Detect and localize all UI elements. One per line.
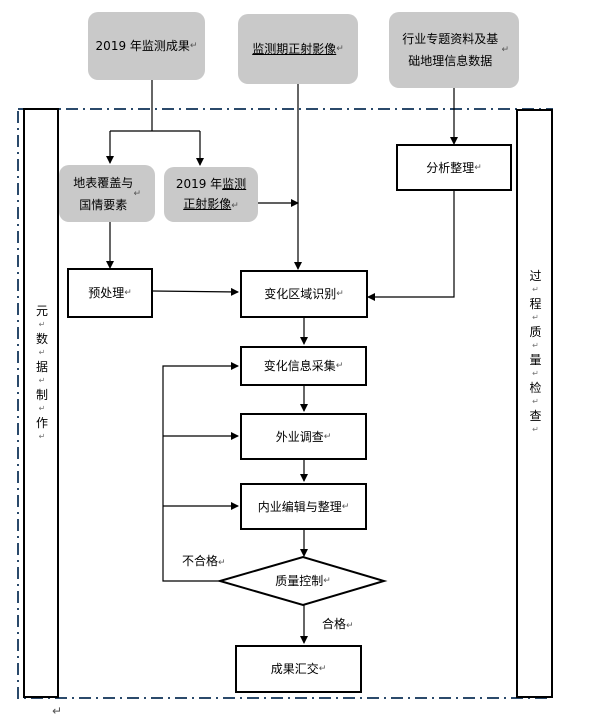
- node-land-cover: 地表覆盖与国情要素↵: [59, 165, 155, 222]
- node-office-edit: 内业编辑与整理↵: [240, 483, 367, 530]
- para-mark: ↵: [532, 425, 539, 434]
- right-char: 质: [529, 325, 542, 339]
- node-results-2019-text: 2019 年监测成果: [95, 39, 190, 53]
- node-analysis-text: 分析整理: [426, 160, 475, 175]
- para-mark: ↵: [532, 341, 539, 350]
- para-mark: ↵: [38, 376, 46, 385]
- para-mark: ↵: [341, 501, 350, 512]
- para-mark: ↵: [501, 45, 509, 55]
- node-qc: 质量控制↵: [255, 569, 351, 593]
- node-ortho-2019-monitor: 监测: [222, 176, 247, 191]
- node-ortho-2019-ortho: 正射影像: [183, 196, 232, 211]
- node-ortho-period-text: 监测期正射影像: [252, 42, 337, 56]
- node-results-2019: 2019 年监测成果↵: [88, 12, 205, 80]
- right-char: 过: [529, 269, 542, 283]
- left-char: 数: [35, 332, 48, 346]
- para-mark: ↵: [124, 288, 132, 298]
- left-char: 制: [35, 388, 48, 402]
- right-char: 检: [529, 381, 542, 395]
- para-mark: ↵: [38, 404, 46, 413]
- para-mark: ↵: [231, 200, 239, 211]
- right-char: 查: [529, 409, 542, 423]
- para-mark: ↵: [532, 369, 539, 378]
- edge-results-split: [110, 80, 200, 132]
- node-qc-text: 质量控制: [275, 574, 324, 588]
- node-change-collect-text: 变化信息采集: [263, 359, 336, 373]
- node-ortho-2019: 2019 年监测 正射影像↵: [164, 167, 258, 222]
- connectors: [106, 80, 458, 644]
- edge-analysis-detect: [367, 191, 455, 301]
- node-preprocess-text: 预处理: [88, 286, 125, 300]
- qc-diamond: [216, 555, 388, 607]
- node-industry-data-text: 行业专题资料及基础地理信息数据: [402, 32, 499, 68]
- para-mark: ↵: [218, 558, 226, 568]
- para-mark: ↵: [189, 41, 198, 51]
- node-submit-text: 成果汇交: [270, 662, 319, 676]
- right-side-column: [516, 109, 553, 698]
- left-char: 元: [35, 304, 48, 318]
- left-side-label: 元 ↵ 数 ↵ 据 ↵ 制 ↵ 作 ↵: [24, 303, 60, 443]
- trailing-para-mark: ↵: [52, 704, 63, 718]
- right-char: 量: [529, 353, 542, 367]
- label-pass-text: 合格: [322, 617, 347, 631]
- node-change-detect: 变化区域识别↵: [240, 270, 368, 318]
- node-office-edit-text: 内业编辑与整理: [257, 499, 342, 514]
- node-preprocess: 预处理↵: [67, 268, 153, 318]
- node-change-collect: 变化信息采集↵: [240, 346, 367, 386]
- para-mark: ↵: [346, 621, 354, 631]
- node-field-survey-text: 外业调查: [275, 429, 324, 444]
- para-mark: ↵: [336, 44, 344, 54]
- para-mark: ↵: [323, 576, 331, 586]
- edge-preprocess-detect: [152, 287, 239, 296]
- node-submit: 成果汇交↵: [235, 645, 362, 693]
- node-analysis: 分析整理↵: [396, 144, 512, 191]
- node-industry-data: 行业专题资料及基础地理信息数据↵: [389, 12, 519, 88]
- para-mark: ↵: [133, 188, 141, 199]
- left-char: 作: [35, 416, 48, 430]
- right-side-label: 过 ↵ 程 ↵ 质 ↵ 量 ↵ 检 ↵ 查 ↵: [517, 268, 554, 436]
- node-ortho-2019-year: 2019 年: [175, 176, 223, 191]
- edge-feedback-loop: [162, 362, 239, 582]
- para-mark: ↵: [323, 431, 332, 442]
- para-mark: ↵: [335, 361, 344, 371]
- node-ortho-2019-line2: 正射影像↵: [183, 194, 239, 216]
- node-ortho-period: 监测期正射影像↵: [238, 14, 358, 84]
- para-mark: ↵: [38, 320, 46, 329]
- label-fail-text: 不合格: [182, 554, 219, 568]
- para-mark: ↵: [38, 348, 46, 357]
- node-land-cover-text: 地表覆盖与国情要素: [73, 175, 134, 212]
- para-mark: ↵: [38, 432, 46, 441]
- para-mark: ↵: [532, 285, 539, 294]
- label-pass: 合格↵: [322, 615, 354, 632]
- para-mark: ↵: [336, 289, 344, 299]
- node-ortho-2019-line1: 2019 年监测: [176, 174, 246, 194]
- right-char: 程: [529, 297, 542, 311]
- node-change-detect-text: 变化区域识别: [264, 287, 337, 301]
- para-mark: ↵: [532, 313, 539, 322]
- para-mark: ↵: [532, 397, 539, 406]
- node-field-survey: 外业调查↵: [240, 413, 367, 460]
- left-char: 据: [35, 360, 48, 374]
- para-mark: ↵: [474, 162, 482, 173]
- label-fail: 不合格↵: [182, 552, 226, 569]
- dash-dot-frame: [17, 108, 553, 699]
- para-mark: ↵: [318, 664, 327, 674]
- left-side-column: [23, 108, 59, 698]
